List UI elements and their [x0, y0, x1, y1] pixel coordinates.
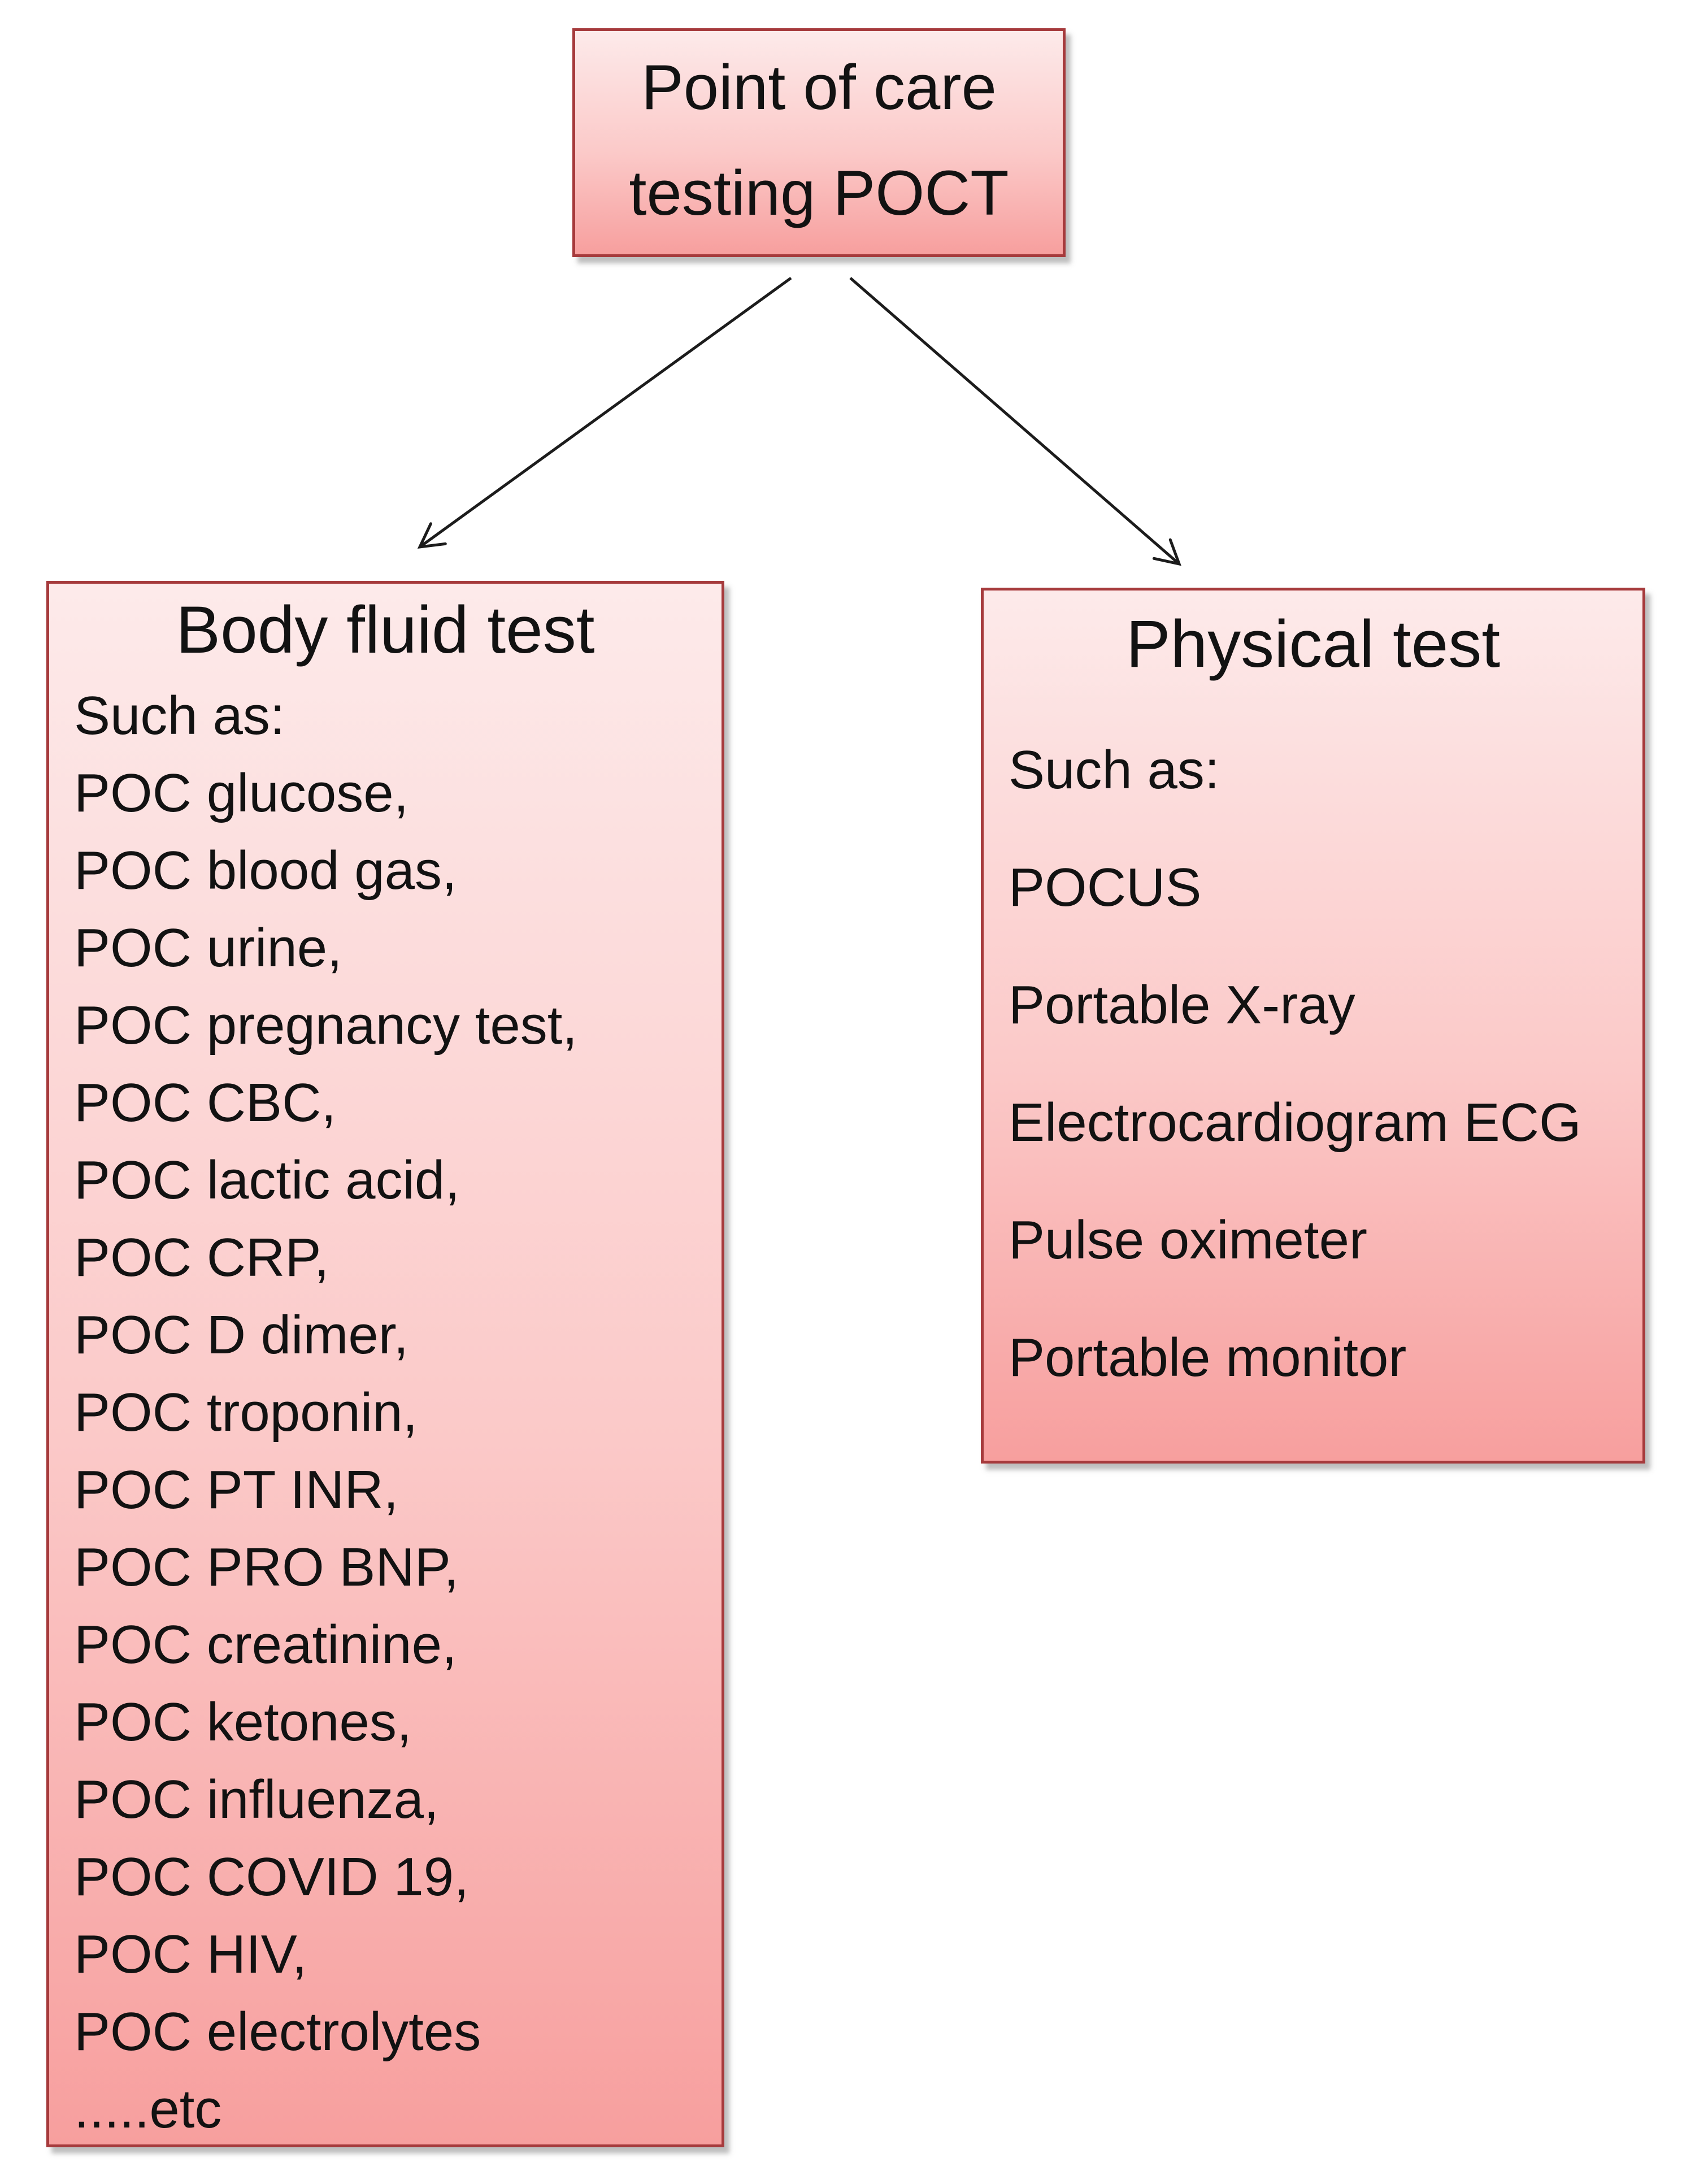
list-item: POC electrolytes: [74, 2001, 481, 2062]
list-item: POCUS: [1009, 857, 1202, 918]
root-box-line-1: Point of care: [641, 52, 997, 123]
root-box-point-of-care-testing: Point of care testing POCT: [572, 28, 1066, 257]
list-item: POC influenza,: [74, 1769, 439, 1830]
root-box-text: Point of care testing POCT: [575, 31, 1063, 246]
list-item: Portable monitor: [1009, 1327, 1407, 1388]
list-item: POC ketones,: [74, 1692, 412, 1752]
list-item: POC D dimer,: [74, 1305, 409, 1365]
list-item: POC CBC,: [74, 1073, 337, 1133]
list-item: POC troponin,: [74, 1382, 418, 1443]
list-item: POC lactic acid,: [74, 1150, 460, 1210]
list-item: .....etc: [74, 2079, 222, 2139]
list-item: Such as:: [74, 685, 285, 746]
list-item: POC blood gas,: [74, 840, 457, 901]
arrow-to-body-fluid-test: [417, 276, 792, 549]
list-item: POC HIV,: [74, 1924, 307, 1985]
list-item: POC PT INR,: [74, 1460, 399, 1520]
list-item: Portable X-ray: [1009, 975, 1355, 1035]
list-item: POC CRP,: [74, 1227, 329, 1288]
physical-test-box: Physical test Such as: POCUS Portable X-ra…: [981, 588, 1645, 1464]
list-item: POC COVID 19,: [74, 1847, 469, 1907]
root-box-line-2: testing POCT: [629, 158, 1009, 228]
list-item: POC PRO BNP,: [74, 1537, 459, 1597]
list-item: Pulse oximeter: [1009, 1210, 1367, 1270]
list-item: POC pregnancy test,: [74, 995, 578, 1056]
body-fluid-test-title: Body fluid test: [176, 593, 595, 667]
list-item: POC creatinine,: [74, 1614, 457, 1675]
list-item: POC glucose,: [74, 763, 409, 823]
physical-test-title: Physical test: [1125, 607, 1501, 681]
body-fluid-test-box: Body fluid test Such as: POC glucose, POC …: [46, 581, 724, 2147]
list-item: Such as:: [1009, 740, 1220, 800]
arrow-to-physical-test: [849, 277, 1181, 566]
list-item: Electrocardiogram ECG: [1009, 1092, 1581, 1153]
body-fluid-test-list: Such as: POC glucose, POC blood gas, POC ur…: [49, 677, 722, 2148]
list-item: POC urine,: [74, 918, 342, 978]
